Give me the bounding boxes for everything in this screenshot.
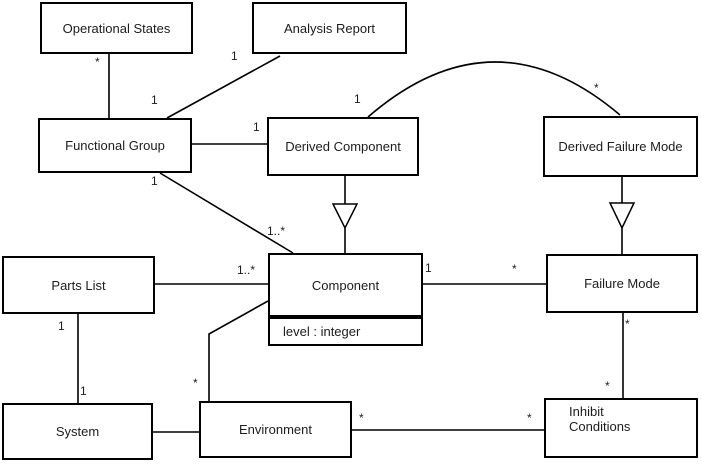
multiplicity-label: 1 — [151, 174, 158, 188]
class-name: Functional Group — [38, 118, 192, 173]
multiplicity-label: * — [594, 81, 599, 95]
multiplicity-label: 1 — [425, 261, 432, 275]
derived-failure-mode--failure-mode-generalization — [608, 177, 636, 254]
multiplicity-label: * — [527, 411, 532, 425]
multiplicity-label: * — [605, 379, 610, 393]
component--environment — [208, 300, 269, 401]
analysis-report--functional-group — [166, 55, 281, 119]
multiplicity-label: 1 — [253, 120, 260, 134]
generalization-triangle-icon — [331, 203, 359, 230]
multiplicity-label: 1..* — [267, 224, 286, 238]
class-name: Analysis Report — [252, 2, 407, 54]
class-system: System — [2, 403, 153, 460]
class-attribute: level : integer — [268, 317, 423, 346]
multiplicity-label: 1 — [80, 384, 87, 398]
association-line — [208, 300, 269, 401]
multiplicity-label: 1 — [231, 49, 238, 63]
class-name: Derived Component — [267, 117, 419, 176]
class-name: System — [2, 403, 153, 460]
multiplicity-label: * — [359, 411, 364, 425]
class-failure-mode: Failure Mode — [546, 254, 698, 313]
multiplicity-label: * — [512, 262, 517, 276]
class-name-line: Conditions — [569, 419, 631, 434]
class-name: Operational States — [40, 2, 193, 54]
class-functional-group: Functional Group — [38, 118, 192, 173]
generalization-triangle-icon — [608, 202, 636, 230]
class-name: Derived Failure Mode — [543, 116, 698, 177]
multiplicity-label: 1 — [58, 319, 65, 333]
association-curve — [367, 61, 621, 118]
multiplicity-label: * — [193, 376, 198, 390]
functional-group--component — [159, 172, 294, 254]
class-operational-states: Operational States — [40, 2, 193, 54]
class-environment: Environment — [199, 401, 352, 458]
class-name: Failure Mode — [546, 254, 698, 313]
multiplicity-label: * — [95, 55, 100, 69]
class-name: Parts List — [2, 256, 155, 314]
class-parts-list: Parts List — [2, 256, 155, 314]
class-derived-failure-mode: Derived Failure Mode — [543, 116, 698, 177]
class-derived-component: Derived Component — [267, 117, 419, 176]
class-name: Component — [268, 253, 423, 317]
association-line — [159, 172, 294, 254]
derived-component--derived-failure-mode — [367, 61, 621, 118]
class-name-line: Inhibit — [569, 404, 604, 419]
multiplicity-label: 1 — [151, 93, 158, 107]
multiplicity-label: 1..* — [237, 263, 256, 277]
derived-component--component-generalization — [331, 176, 359, 253]
multiplicity-label: 1 — [354, 92, 361, 106]
class-name: Environment — [199, 401, 352, 458]
association-line — [166, 55, 281, 119]
multiplicity-label: * — [625, 317, 630, 331]
class-analysis-report: Analysis Report — [252, 2, 407, 54]
